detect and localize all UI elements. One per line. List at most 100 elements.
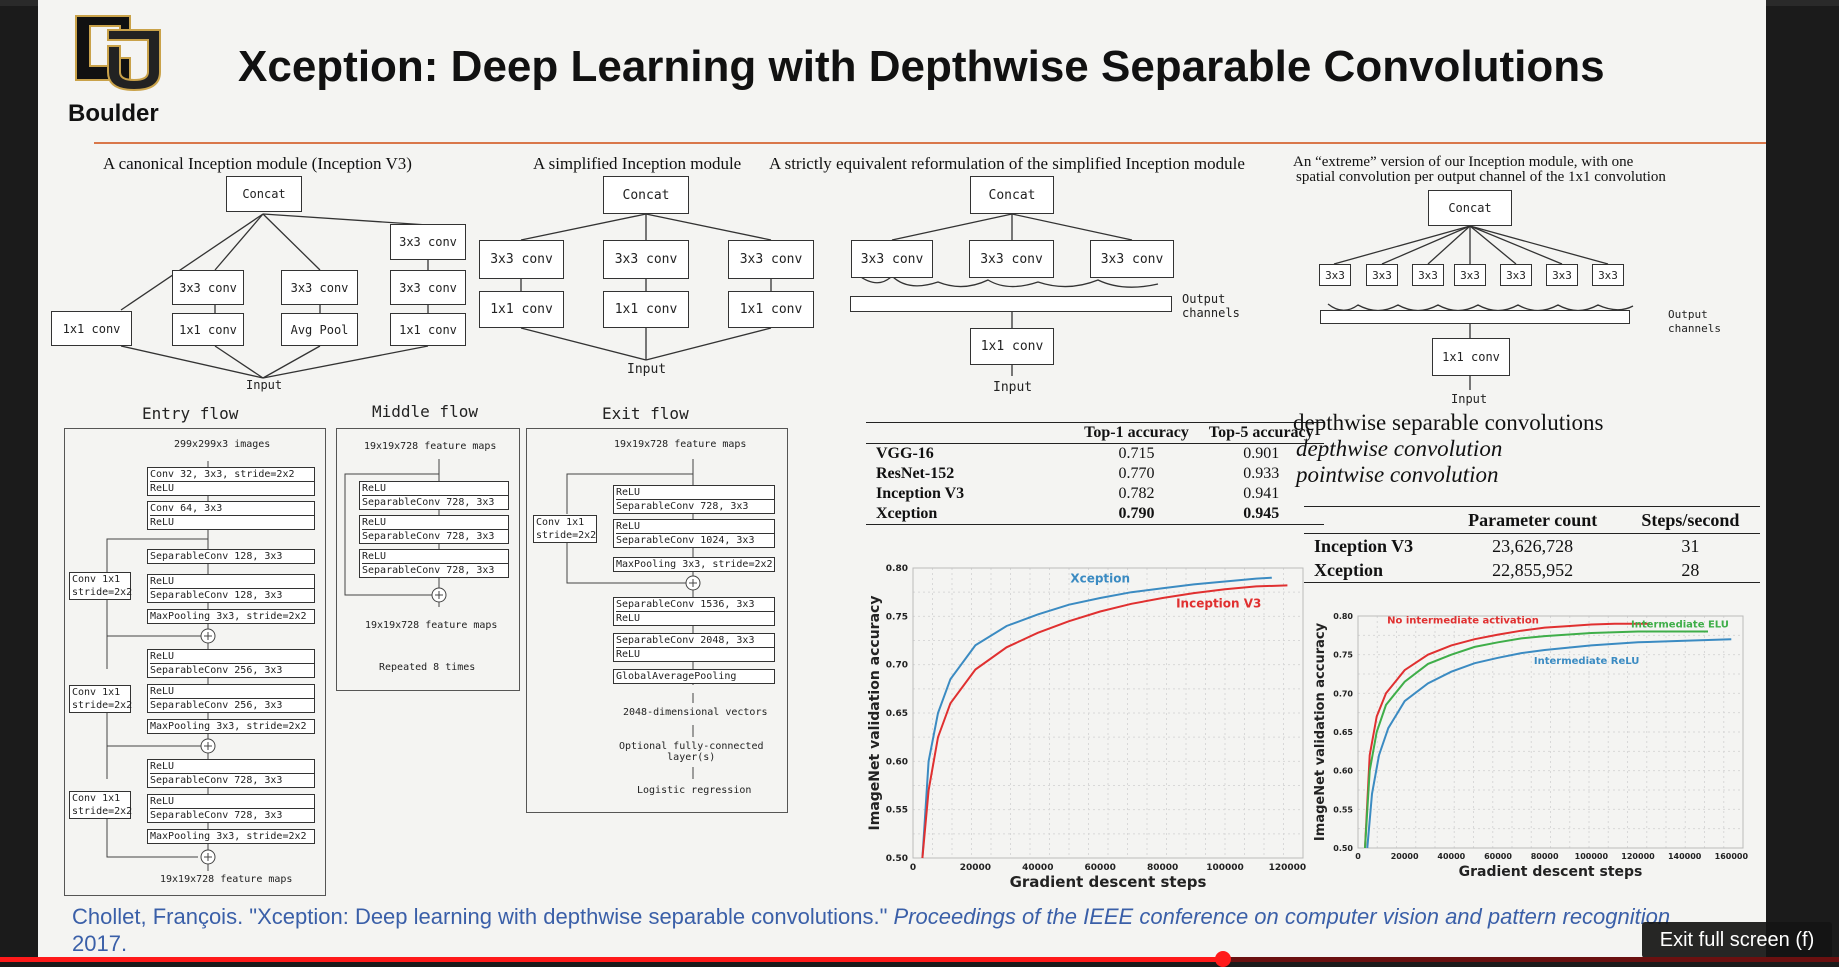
y-tick-label: 0.70 (1333, 689, 1353, 698)
f3-concat-box: Concat (970, 176, 1054, 214)
cu-logo-icon (75, 15, 161, 92)
y-tick-label: 0.50 (886, 854, 908, 864)
f4-output-channels-label: Output channels (1668, 308, 1721, 335)
y-tick-label: 0.60 (1333, 767, 1353, 776)
x-tick-label: 40000 (1022, 863, 1053, 873)
exit-input-label: 19x19x728 feature maps (614, 439, 747, 450)
term-depthwise: depthwise convolution (1296, 436, 1503, 461)
y-axis-label: ImageNet validation accuracy (867, 596, 883, 831)
exit-fullscreen-button[interactable]: Exit full screen (f) (1642, 922, 1832, 958)
f1-b3-conv3: 3x3 conv (281, 270, 358, 305)
f4-concat-box: Concat (1428, 190, 1512, 226)
y-tick-label: 0.75 (1333, 651, 1353, 660)
series-label: Intermediate ReLU (1534, 656, 1640, 667)
series-label: No intermediate activation (1387, 616, 1539, 627)
f4-input-label: Input (1451, 392, 1488, 406)
series-label: Intermediate ELU (1631, 620, 1729, 631)
middle-repeat-label: Repeated 8 times (379, 662, 476, 673)
entry-output-label: 19x19x728 feature maps (160, 874, 293, 885)
f4-conv-4: 3x3 (1454, 264, 1486, 286)
f4-conv-2: 3x3 (1366, 264, 1398, 286)
x-tick-label: 80000 (1147, 863, 1178, 873)
video-progress-knob[interactable] (1214, 951, 1231, 967)
entry-input-label: 299x299x3 images (174, 439, 271, 450)
figure3-caption: A strictly equivalent reformulation of t… (769, 154, 1245, 173)
citation-year: 2017. (72, 931, 128, 956)
entry-layer-11: MaxPooling 3x3, stride=2x2 (147, 829, 315, 844)
f3-conv3-1: 3x3 conv (851, 240, 933, 278)
f3-conv1: 1x1 conv (970, 328, 1054, 365)
x-tick-label: 160000 (1715, 852, 1749, 861)
x-tick-label: 0 (1355, 852, 1361, 861)
f2-conv3-1: 3x3 conv (479, 240, 564, 279)
series-line (1366, 638, 1732, 849)
y-tick-label: 0.65 (1333, 728, 1353, 737)
exit-logistic-label: Logistic regression (637, 785, 752, 796)
x-tick-label: 120000 (1621, 852, 1655, 861)
term-depthwise-separable: depthwise separable convolutions (1293, 410, 1604, 435)
x-tick-label: 20000 (960, 863, 991, 873)
f4-conv-7: 3x3 (1592, 264, 1624, 286)
x-tick-label: 60000 (1085, 863, 1116, 873)
y-tick-label: 0.55 (1333, 805, 1353, 814)
figure4-caption-line2: spatial convolution per output channel o… (1296, 169, 1666, 185)
slide: Boulder Xception: Deep Learning with Dep… (38, 0, 1766, 962)
exit-vectors-label: 2048-dimensional vectors (623, 707, 768, 718)
term-pointwise: pointwise convolution (1296, 462, 1499, 487)
y-tick-label: 0.80 (1333, 612, 1353, 621)
f1-b3-avgpool: Avg Pool (281, 313, 358, 346)
entry-shortcut-2: Conv 1x1 stride=2x2 (69, 685, 132, 713)
x-tick-label: 0 (910, 863, 916, 873)
page-title: Xception: Deep Learning with Depthwise S… (238, 42, 1605, 91)
f4-conv-1: 3x3 (1319, 264, 1351, 286)
x-tick-label: 120000 (1269, 863, 1307, 873)
grid (1357, 615, 1744, 849)
series-label: Xception (1070, 572, 1130, 586)
f1-concat-box: Concat (226, 176, 302, 212)
param-table: Parameter count Steps/second Inception V… (1304, 507, 1760, 582)
f1-b1-conv1: 1x1 conv (51, 311, 132, 346)
middle-output-label: 19x19x728 feature maps (365, 620, 498, 631)
f4-conv-6: 3x3 (1546, 264, 1578, 286)
table-header-row: Top-1 accuracy Top-5 accuracy (866, 423, 1324, 444)
y-tick-label: 0.75 (886, 612, 908, 622)
x-tick-label: 20000 (1391, 852, 1419, 861)
plot-frame (1357, 615, 1744, 849)
f1-input-label: Input (246, 378, 283, 392)
f1-b4-conv1: 1x1 conv (390, 313, 466, 346)
exit-shortcut: Conv 1x1 stride=2x2 (533, 515, 597, 543)
x-tick-label: 80000 (1531, 852, 1559, 861)
series-line (921, 576, 1272, 859)
f1-b4-conv3a: 3x3 conv (390, 224, 466, 260)
video-progress-fill (0, 957, 1223, 962)
f1-b2-conv3: 3x3 conv (172, 270, 244, 305)
title-divider (94, 142, 1766, 144)
citation: Chollet, François. "Xception: Deep learn… (72, 903, 1772, 957)
x-tick-label: 140000 (1668, 852, 1702, 861)
entry-layer-3: SeparableConv 128, 3x3 (147, 549, 315, 564)
y-tick-label: 0.70 (886, 661, 908, 671)
y-tick-label: 0.60 (886, 757, 908, 767)
entry-flow-title: Entry flow (142, 404, 239, 423)
y-tick-label: 0.55 (886, 806, 908, 816)
y-axis-label: ImageNet validation accuracy (1313, 622, 1328, 841)
entry-layer-8: MaxPooling 3x3, stride=2x2 (147, 719, 315, 734)
series-line (1364, 622, 1650, 849)
series-line (1364, 630, 1708, 849)
